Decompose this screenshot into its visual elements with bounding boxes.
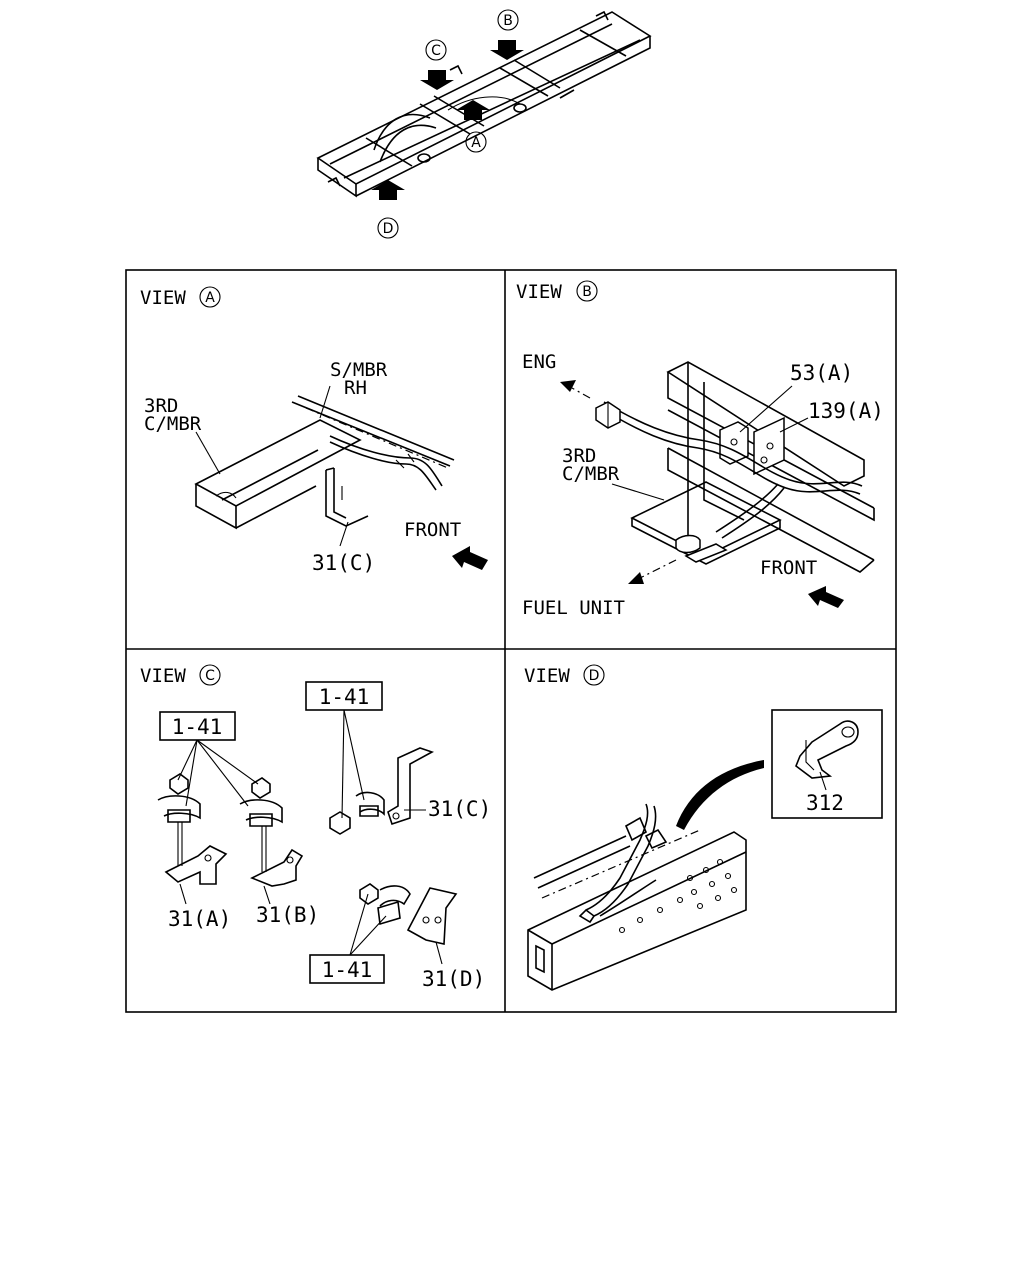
callout-arrow-icon xyxy=(676,760,764,830)
svg-text:VIEW: VIEW xyxy=(140,665,186,687)
frame-holes xyxy=(618,858,738,934)
svg-text:B: B xyxy=(582,284,592,300)
view-arrow-a xyxy=(456,100,490,120)
view-b-title: VIEW B xyxy=(516,280,598,303)
svg-text:D: D xyxy=(589,668,600,684)
svg-text:ENG: ENG xyxy=(522,351,556,373)
svg-text:3RD: 3RD xyxy=(144,395,178,417)
front-arrow-icon xyxy=(808,586,844,608)
marker-d: D xyxy=(377,217,399,239)
ref-box-left: 1-41 xyxy=(159,711,236,741)
svg-text:A: A xyxy=(205,290,215,306)
view-d-title: VIEW D xyxy=(524,664,605,687)
view-c-title: VIEW C xyxy=(140,664,221,687)
view-a-title: VIEW A xyxy=(140,286,221,309)
svg-text:1-41: 1-41 xyxy=(322,958,373,982)
svg-text:FRONT: FRONT xyxy=(404,519,461,541)
marker-b: B xyxy=(497,9,519,31)
svg-text:53(A): 53(A) xyxy=(790,361,853,385)
svg-text:FUEL UNIT: FUEL UNIT xyxy=(522,597,625,619)
svg-text:139(A): 139(A) xyxy=(808,399,884,423)
svg-text:D: D xyxy=(383,221,394,237)
svg-text:31(C): 31(C) xyxy=(428,797,491,821)
svg-text:B: B xyxy=(503,13,513,29)
svg-text:C: C xyxy=(205,668,215,684)
svg-text:RH: RH xyxy=(344,377,367,399)
svg-text:VIEW: VIEW xyxy=(524,665,570,687)
views-grid-frame xyxy=(125,269,897,1013)
svg-text:A: A xyxy=(471,135,481,151)
svg-text:31(A): 31(A) xyxy=(168,907,231,931)
marker-c: C xyxy=(425,39,447,61)
chassis-overview xyxy=(316,10,652,198)
svg-text:S/MBR: S/MBR xyxy=(330,359,388,381)
svg-text:31(D): 31(D) xyxy=(422,967,485,991)
svg-text:C/MBR: C/MBR xyxy=(562,463,620,485)
svg-text:1-41: 1-41 xyxy=(319,685,370,709)
front-arrow-icon xyxy=(452,546,488,570)
svg-text:31(C): 31(C) xyxy=(312,551,375,575)
view-a-panel: VIEW A S/MBR RH 3RD C/MBR FRONT 31(C) xyxy=(140,286,488,575)
svg-text:FRONT: FRONT xyxy=(760,557,817,579)
svg-text:C: C xyxy=(431,43,441,59)
view-c-panel: VIEW C 1-41 1-41 1-41 xyxy=(140,664,491,991)
svg-text:31(B): 31(B) xyxy=(256,903,319,927)
svg-text:VIEW: VIEW xyxy=(516,281,562,303)
detail-inset-312: 312 xyxy=(771,709,883,819)
view-d-panel: VIEW D 312 xyxy=(524,664,883,991)
ref-box-bottom: 1-41 xyxy=(309,954,385,984)
svg-text:3RD: 3RD xyxy=(562,445,596,467)
view-arrow-d xyxy=(371,180,405,200)
view-arrow-b xyxy=(490,40,524,60)
svg-text:C/MBR: C/MBR xyxy=(144,413,202,435)
marker-a: A xyxy=(465,131,487,153)
ref-box-top-right: 1-41 xyxy=(305,681,383,711)
svg-text:312: 312 xyxy=(806,791,844,815)
view-b-panel: VIEW B xyxy=(516,280,884,619)
svg-text:1-41: 1-41 xyxy=(172,715,223,739)
svg-text:VIEW: VIEW xyxy=(140,287,186,309)
view-arrow-c xyxy=(420,70,454,90)
